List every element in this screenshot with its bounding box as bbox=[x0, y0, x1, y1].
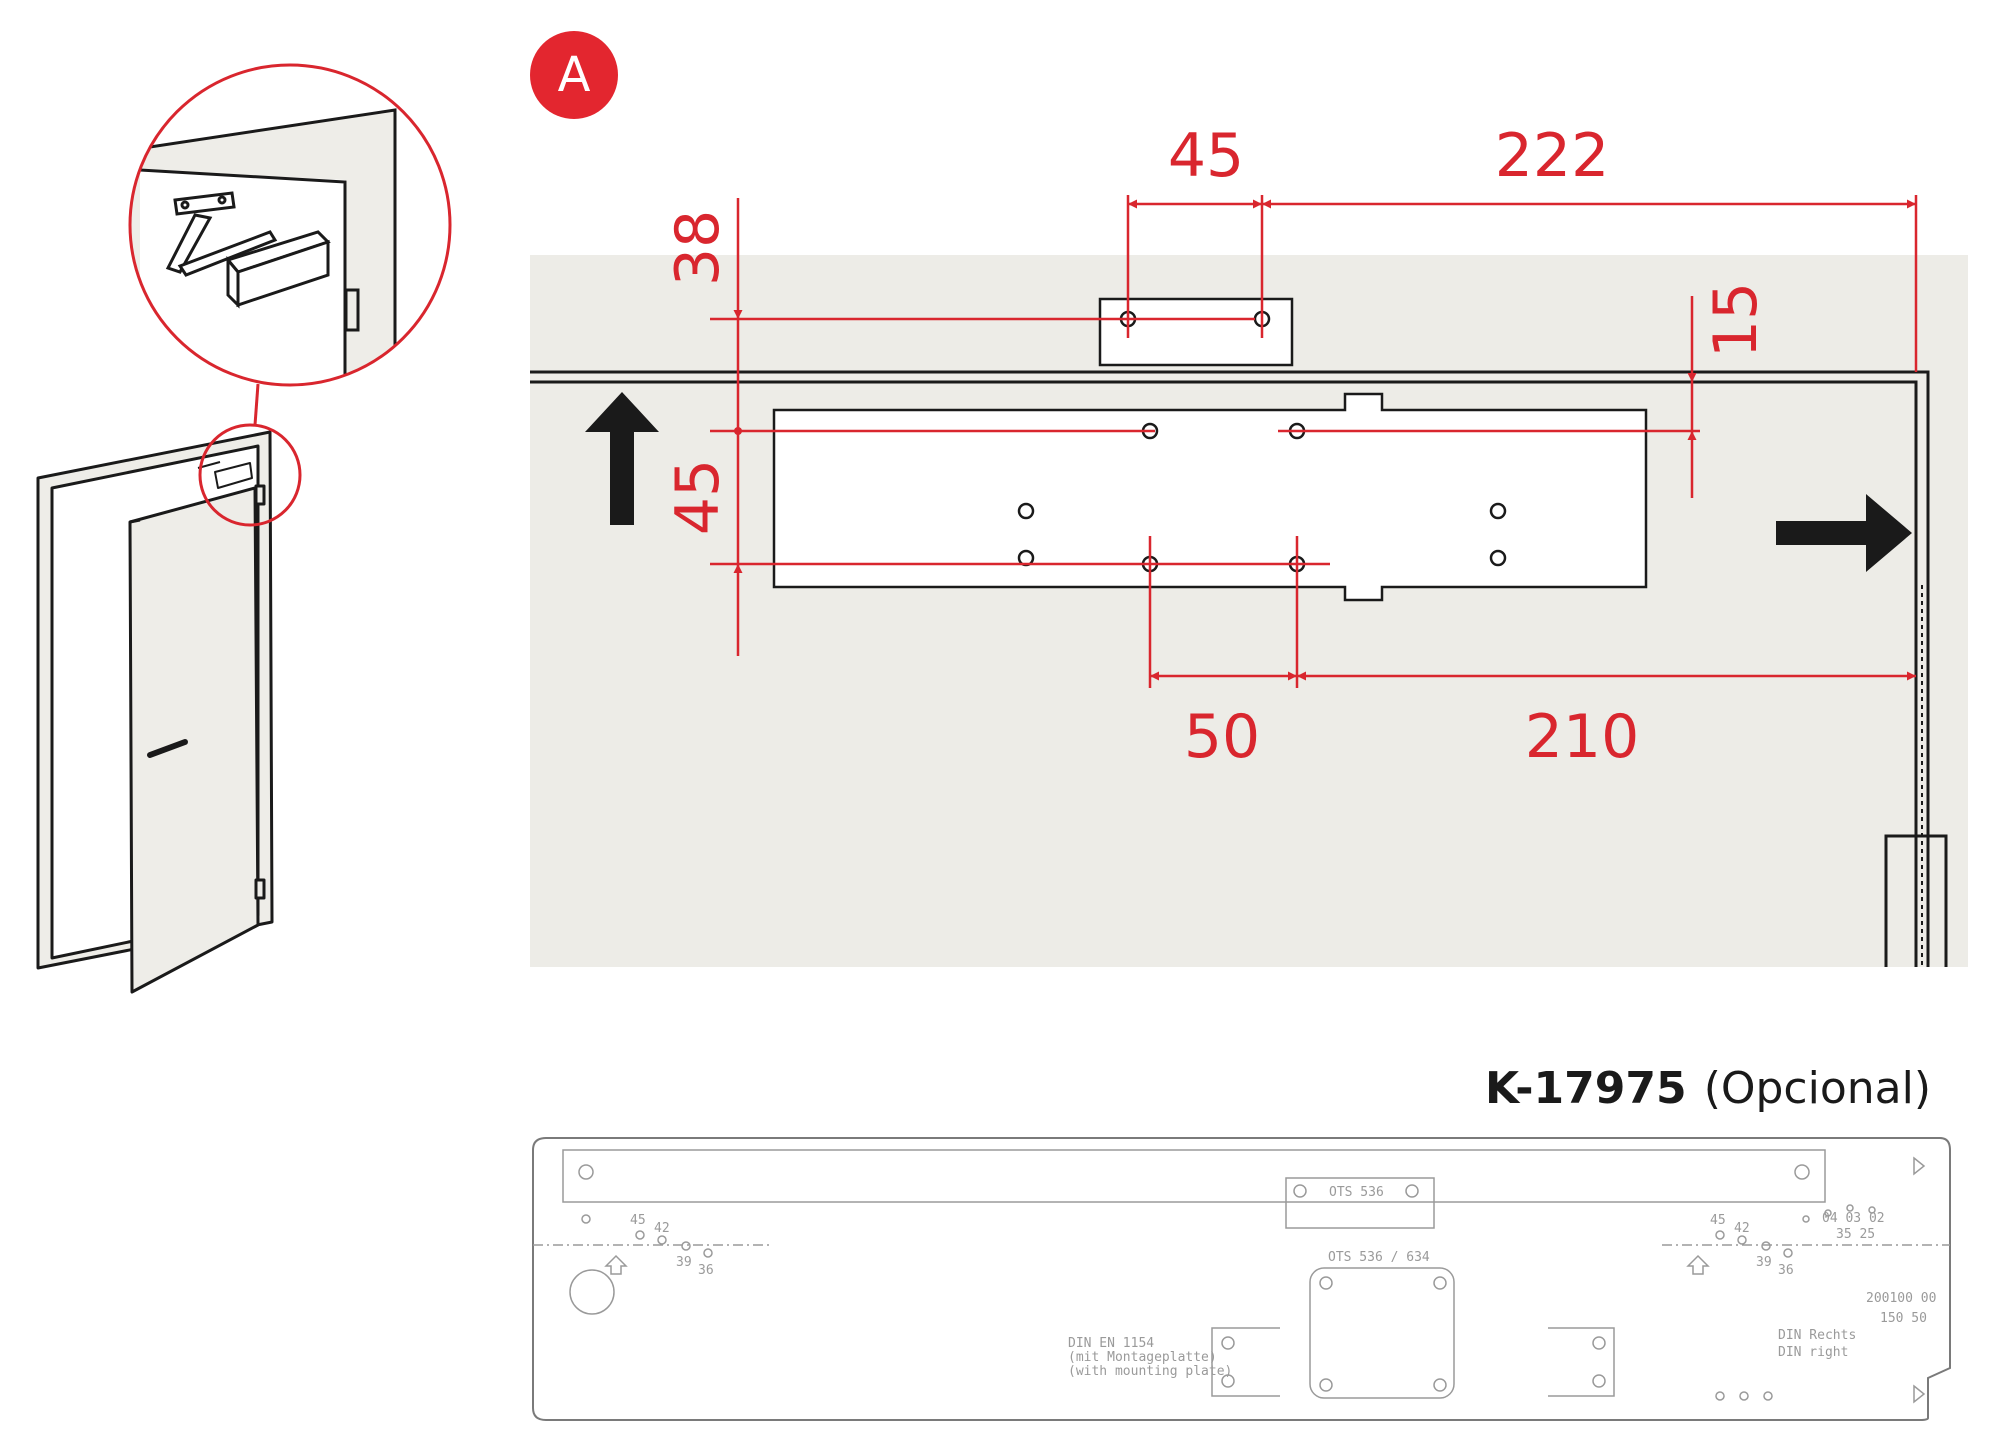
dim-right-small: 15 bbox=[1701, 282, 1771, 358]
arm-shoe-plate bbox=[1098, 297, 1294, 367]
label-mid-39: 39 bbox=[1756, 1255, 1772, 1270]
label-din-right-1: DIN Rechts bbox=[1778, 1328, 1856, 1343]
part-suffix: (Opcional) bbox=[1704, 1063, 1931, 1114]
label-mid-45: 45 bbox=[1710, 1213, 1726, 1228]
template-labels: OTS 536 OTS 536 / 634 DIN EN 1154 (mit M… bbox=[630, 1185, 1936, 1379]
part-code: K-17975 bbox=[1485, 1063, 1687, 1114]
badge-letter: A bbox=[558, 47, 591, 103]
label-din-en-2: (mit Montageplatte) bbox=[1068, 1350, 1217, 1365]
label-mid-36: 36 bbox=[1778, 1263, 1794, 1278]
door-illustration bbox=[36, 430, 274, 994]
label-right-top: 04 03 02 bbox=[1822, 1211, 1885, 1226]
step-badge: A bbox=[530, 31, 618, 119]
arrow-right-icon bbox=[1776, 494, 1912, 572]
label-din-en-1: DIN EN 1154 bbox=[1068, 1336, 1154, 1351]
label-din-en-3: (with mounting plate) bbox=[1068, 1364, 1232, 1379]
optional-template bbox=[532, 1137, 1951, 1421]
label-left-36: 36 bbox=[698, 1263, 714, 1278]
dim-left-upper: 38 bbox=[663, 210, 733, 286]
closer-body-plate bbox=[772, 392, 1648, 602]
zoom-callout bbox=[128, 63, 452, 527]
label-left-45: 45 bbox=[630, 1213, 646, 1228]
label-mid-42: 42 bbox=[1734, 1221, 1750, 1236]
optional-part-title: K-17975 (Opcional) bbox=[1485, 1063, 1931, 1114]
arrow-up-icon bbox=[585, 392, 659, 525]
dim-bottom-right: 210 bbox=[1525, 702, 1640, 772]
dim-top-right: 222 bbox=[1495, 121, 1610, 191]
label-left-42: 42 bbox=[654, 1221, 670, 1236]
dimension-lines bbox=[710, 195, 1918, 688]
mounting-drawing bbox=[530, 255, 1968, 967]
label-ots-upper: OTS 536 bbox=[1329, 1185, 1384, 1200]
label-din-right-2: DIN right bbox=[1778, 1345, 1848, 1360]
label-right-mid: 200100 00 bbox=[1866, 1291, 1936, 1306]
label-ots-lower: OTS 536 / 634 bbox=[1328, 1250, 1430, 1265]
dim-top-left: 45 bbox=[1168, 121, 1244, 191]
label-right-top-2: 35 25 bbox=[1836, 1227, 1875, 1242]
label-right-mid-2: 150 50 bbox=[1880, 1311, 1927, 1326]
label-left-39: 39 bbox=[676, 1255, 692, 1270]
dim-bottom-left: 50 bbox=[1184, 702, 1260, 772]
dim-left-lower: 45 bbox=[663, 459, 733, 535]
